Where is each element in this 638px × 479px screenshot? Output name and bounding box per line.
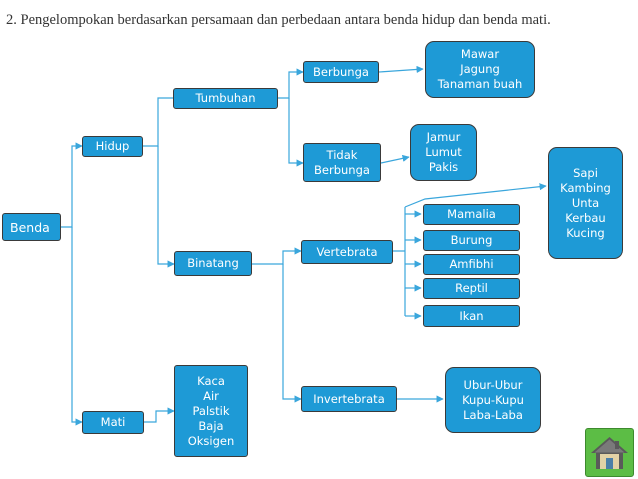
home-button[interactable] — [585, 428, 634, 477]
node-burung: Burung — [423, 230, 520, 251]
node-mamalia: Mamalia — [423, 204, 520, 225]
node-tidak-berbunga-examples: Jamur Lumut Pakis — [410, 124, 477, 181]
node-benda: Benda — [2, 213, 61, 241]
node-tidak-berbunga: Tidak Berbunga — [303, 143, 381, 182]
connector-hidup-binatang — [157, 146, 175, 268]
connector-tumbuhan-berbunga — [278, 68, 304, 99]
connector-tumbuhan-tidakberbunga — [288, 98, 304, 167]
node-invertebrata: Invertebrata — [301, 386, 397, 412]
node-reptil: Reptil — [423, 278, 520, 299]
node-binatang: Binatang — [174, 251, 252, 276]
node-ikan: Ikan — [423, 305, 520, 327]
node-berbunga-examples: Mawar Jagung Tanaman buah — [425, 41, 535, 98]
node-mamalia-examples: Sapi Kambing Unta Kerbau Kucing — [548, 147, 623, 259]
connector-hidup-tumbuhan — [143, 97, 173, 147]
connector-vertebrata-trunk — [393, 207, 406, 316]
connector-to-mamalia-examples — [404, 183, 547, 208]
connector-tidakberbunga-examples — [380, 154, 410, 164]
node-berbunga: Berbunga — [303, 61, 379, 83]
connector-mati-examples — [144, 407, 175, 423]
connector-binatang-invertebrata — [282, 264, 302, 403]
slide-heading: 2. Pengelompokan berdasarkan persamaan d… — [6, 12, 551, 28]
connector-benda-mati — [71, 227, 83, 426]
connector-berbunga-examples — [378, 65, 424, 74]
home-icon — [591, 437, 628, 469]
node-vertebrata: Vertebrata — [301, 240, 393, 264]
node-hidup: Hidup — [82, 136, 143, 157]
node-amfibhi: Amfibhi — [423, 254, 520, 275]
connector-benda-hidup — [61, 142, 83, 228]
connector-binatang-vertebrata — [252, 247, 302, 265]
node-tumbuhan: Tumbuhan — [173, 88, 278, 109]
node-invertebrata-examples: Ubur-Ubur Kupu-Kupu Laba-Laba — [445, 367, 541, 433]
node-mati-examples: Kaca Air Palstik Baja Oksigen — [174, 365, 248, 457]
node-mati: Mati — [82, 411, 144, 434]
